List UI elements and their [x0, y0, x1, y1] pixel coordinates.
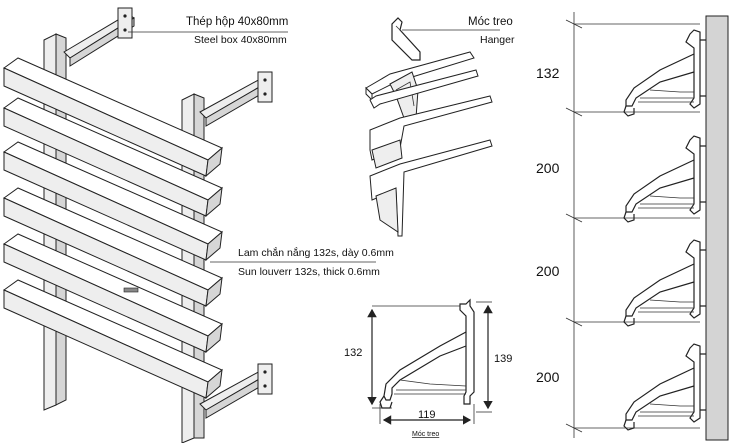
louver-profile	[623, 239, 706, 327]
dimension-height-left: 132	[344, 347, 362, 359]
bracket-mid	[199, 71, 273, 127]
dimension-width: 119	[418, 409, 436, 421]
section-caption: Móc treo	[412, 431, 439, 438]
wall	[705, 15, 729, 441]
louver-profile	[623, 29, 706, 117]
louver-profile	[623, 343, 706, 431]
bracket-top	[63, 7, 135, 67]
hanger-detail	[365, 17, 500, 237]
dimension-height-right: 139	[494, 353, 512, 365]
bracket-bottom	[199, 363, 273, 419]
spacing-value-3: 200	[536, 263, 560, 279]
louver-cross-section	[367, 298, 493, 425]
louver-profile	[623, 135, 706, 223]
louver-assembly-isometric	[3, 7, 376, 443]
louver-blade	[3, 97, 223, 218]
steel-box-label-vi: Thép hộp 40x80mm	[186, 16, 288, 28]
louver-blade	[3, 141, 223, 262]
steel-box-label-en: Steel box 40x80mm	[194, 34, 287, 46]
louver-blade	[3, 57, 223, 178]
louver-blade	[3, 279, 223, 400]
elevation-view	[565, 12, 729, 441]
louver-label-vi: Lam chắn nắng 132s, dày 0.6mm	[238, 246, 394, 259]
louver-blade	[3, 233, 223, 354]
louver-blade	[3, 187, 223, 308]
spacing-value-4: 200	[536, 369, 560, 385]
spacing-value-1: 132	[536, 65, 560, 81]
spacing-value-2: 200	[536, 160, 560, 176]
hanger-label-en: Hanger	[480, 34, 515, 46]
hanger-label-vi: Móc treo	[468, 16, 513, 28]
louver-label-en: Sun louverr 132s, thick 0.6mm	[238, 266, 380, 278]
